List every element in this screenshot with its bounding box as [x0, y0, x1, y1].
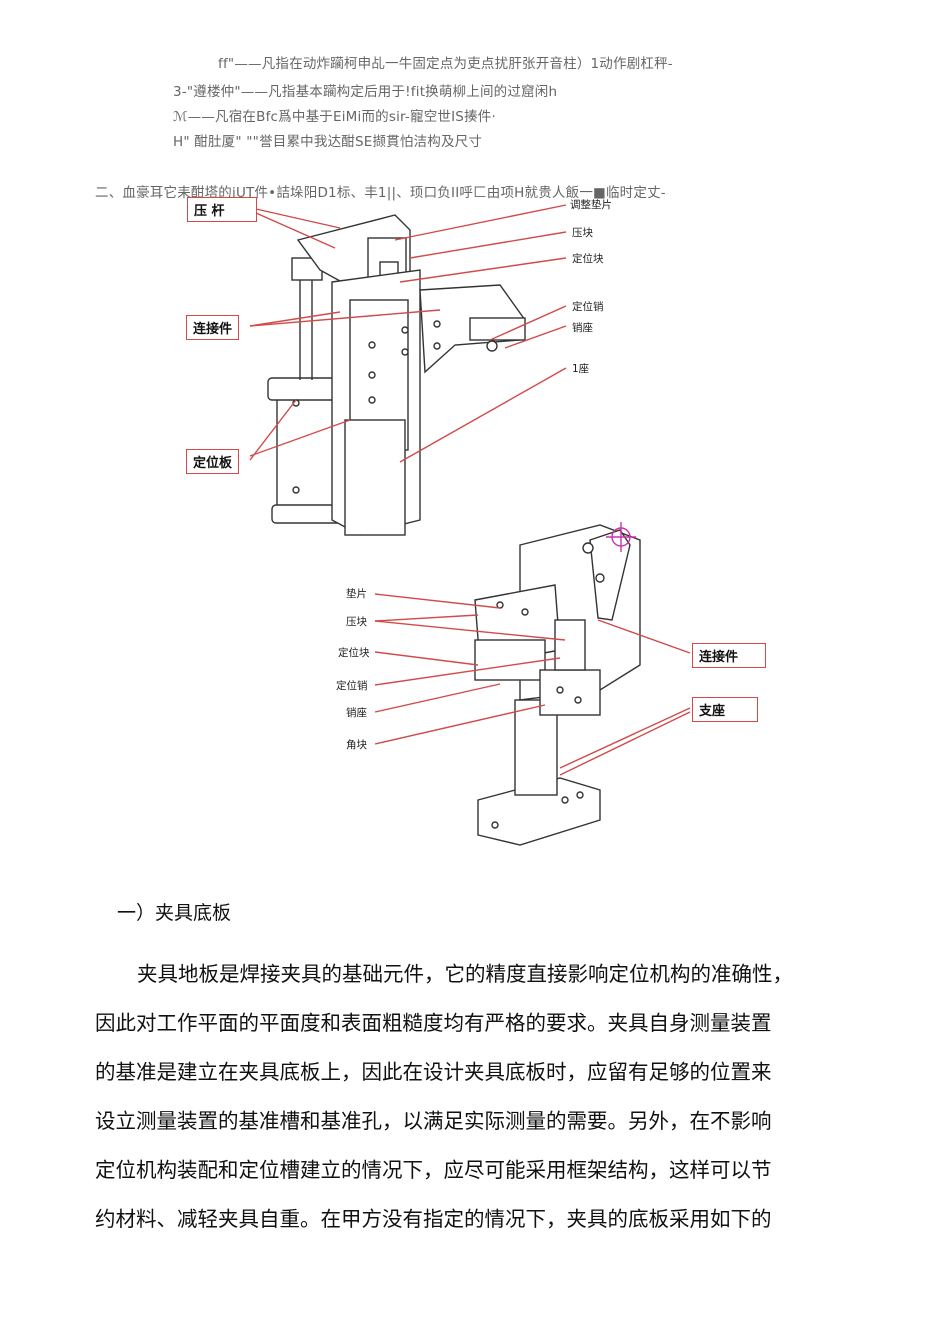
label-zhi-zuo: 支座 — [692, 697, 758, 722]
label-xiao-zuo-1: 销座 — [572, 322, 593, 334]
label-ding-wei-xiao-2: 定位销 — [336, 680, 368, 692]
paragraph-line: 设立测量装置的基准槽和基准孔，以满足实际测量的需要。另外，在不影响 — [95, 1109, 772, 1133]
center-mark — [606, 522, 636, 552]
label-ya-kuai-1: 压块 — [572, 227, 593, 239]
ocr-line-1: ff"——凡指在动炸躏柯申乩一牛固定点为吏点扰肝张开音柱）1动作剧杠秤- — [218, 56, 673, 72]
section-heading: 一）夹具底板 — [117, 902, 232, 924]
paragraph-line: 因此对工作平面的平面度和表面粗糙度均有严格的要求。夹具自身测量装置 — [95, 1011, 772, 1035]
label-tiao-zheng-dian-pian: 调整垫片 — [570, 199, 612, 211]
label-lian-jie-jian-1: 连接件 — [186, 315, 240, 340]
fixture-drawing-1 — [267, 214, 526, 536]
ocr-line-2: 3-"遵楼仲"——凡指基本躏构定后用于!fit换萌柳上间的过窟闲h — [173, 84, 558, 100]
label-xiao-zuo-2: 销座 — [346, 707, 367, 719]
body-paragraph: 夹具地板是焊接夹具的基础元件，它的精度直接影响定位机构的准确性， 因此对工作平面… — [95, 950, 855, 1244]
label-ya-kuai-2: 压块 — [346, 616, 367, 628]
ocr-line-4: H" 酣肚厦" ""誉目累中我达酣SE撷貫怕洁构及尺寸 — [173, 134, 483, 150]
paragraph-line: 夹具地板是焊接夹具的基础元件，它的精度直接影响定位机构的准确性， — [137, 962, 793, 986]
label-ya-gan: 压 杆 — [187, 197, 257, 222]
paragraph-line: 的基准是建立在夹具底板上，因此在设计夹具底板时，应留有足够的位置来 — [95, 1060, 772, 1084]
paragraph-line: 约材料、减轻夹具自重。在甲方没有指定的情况下，夹具的底板采用如下的 — [95, 1207, 772, 1231]
label-di-zuo: 1座 — [572, 363, 590, 375]
leader-lines — [249, 204, 691, 776]
label-jiao-kuai: 角块 — [346, 739, 367, 751]
paragraph-line: 定位机构装配和定位槽建立的情况下，应尽可能采用框架结构，这样可以节 — [95, 1158, 772, 1182]
label-dian-pian: 垫片 — [346, 588, 367, 600]
label-ding-wei-kuai-2: 定位块 — [338, 647, 370, 659]
label-ding-wei-kuai-1: 定位块 — [572, 253, 604, 265]
fixture-diagram — [249, 204, 691, 846]
label-ding-wei-ban: 定位板 — [186, 449, 240, 474]
fixture-drawing-2 — [474, 524, 641, 846]
label-ding-wei-xiao-1: 定位销 — [572, 301, 604, 313]
label-lian-jie-jian-2: 连接件 — [692, 643, 766, 668]
ocr-line-3: ℳ——凡宿在Bfc爲中基于EiMi而的sir-寵空世IS揍件· — [173, 109, 496, 125]
